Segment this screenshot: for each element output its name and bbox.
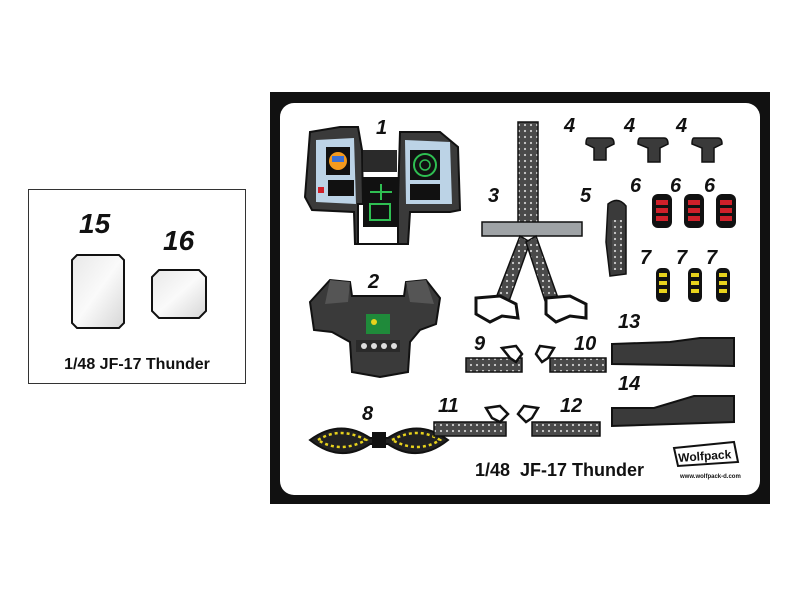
handle-parts-4 — [585, 137, 723, 163]
film-caption: 1/48 JF-17 Thunder — [64, 356, 210, 373]
instrument-panel-part-1 — [303, 126, 462, 245]
part-label-4a: 4 — [563, 115, 575, 137]
belt-part-12 — [516, 404, 601, 437]
part-label-11: 11 — [438, 395, 459, 417]
brand-name: Wolfpack — [678, 447, 732, 465]
part-label-6a: 6 — [630, 175, 642, 197]
part-label-2: 2 — [367, 271, 379, 293]
belt-part-9 — [465, 344, 524, 373]
belt-part-11 — [433, 404, 510, 437]
belt-part-10 — [534, 344, 607, 373]
part-label-14: 14 — [618, 373, 640, 395]
fret-parts: 1 2 3 4 4 4 5 6 6 6 7 7 7 8 9 10 11 12 1… — [303, 115, 741, 480]
part-label-10: 10 — [574, 333, 596, 355]
clear-part-16 — [151, 269, 207, 319]
part-label-7c: 7 — [706, 247, 718, 269]
brand-url: www.wolfpack-d.com — [679, 474, 741, 480]
wolfpack-logo: Wolfpack www.wolfpack-d.com — [672, 440, 741, 480]
part-label-3: 3 — [488, 185, 499, 207]
part-label-12: 12 — [560, 395, 582, 417]
part-label-16: 16 — [163, 225, 195, 256]
rail-part-14 — [611, 395, 735, 428]
part-label-13: 13 — [618, 311, 640, 333]
part-label-15: 15 — [79, 208, 111, 239]
part-label-7b: 7 — [676, 247, 688, 269]
part-label-6c: 6 — [704, 175, 716, 197]
part-label-7a: 7 — [640, 247, 652, 269]
red-light-parts-6 — [652, 194, 736, 228]
seat-harness-part-3 — [474, 121, 588, 324]
part-label-8: 8 — [362, 403, 374, 425]
photo-etch-fret: 1 2 3 4 4 4 5 6 6 6 7 7 7 8 9 10 11 12 1… — [270, 92, 770, 504]
clear-film-sheet: 15 16 1/48 JF-17 Thunder — [28, 189, 246, 384]
rail-part-13 — [611, 337, 735, 368]
yellow-handle-parts-7 — [656, 268, 730, 302]
part-label-6b: 6 — [670, 175, 682, 197]
clear-film-parts — [71, 254, 207, 329]
fret-caption: 1/48 JF-17 Thunder — [475, 460, 644, 480]
part-label-5: 5 — [580, 185, 592, 207]
part-label-9: 9 — [474, 333, 486, 355]
part-label-4c: 4 — [675, 115, 687, 137]
seat-pad-part-5 — [605, 199, 627, 277]
part-label-1: 1 — [376, 117, 387, 139]
clear-part-15 — [71, 254, 125, 329]
part-label-4b: 4 — [623, 115, 635, 137]
ejection-handle-part-8 — [308, 427, 450, 455]
side-console-part-2 — [308, 278, 442, 379]
